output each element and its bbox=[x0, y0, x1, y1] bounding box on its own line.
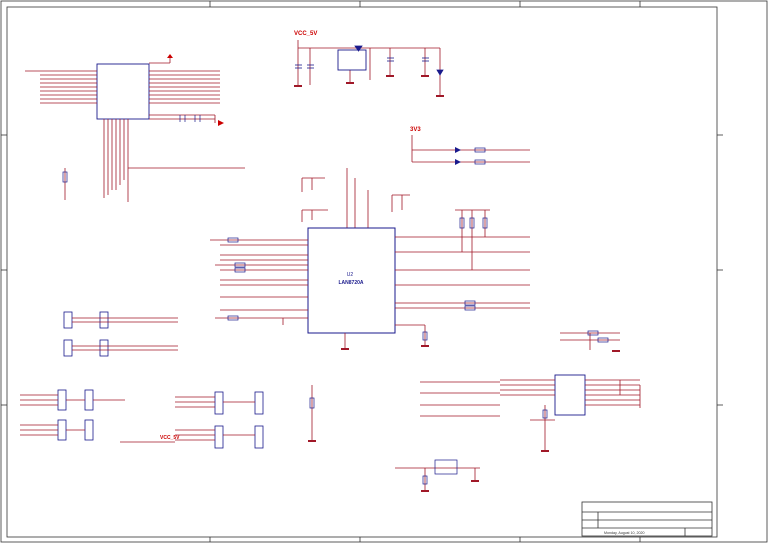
vcc5v-label-bottom: VCC_5V bbox=[160, 435, 180, 441]
left-headers: VCC_5V bbox=[20, 311, 264, 449]
mcu-block bbox=[25, 54, 245, 202]
pull-resistors bbox=[308, 385, 480, 492]
vcc5v-label-top: VCC_5V bbox=[294, 31, 317, 37]
rail-3v3-label: 3V3 bbox=[410, 127, 421, 133]
led-block: 3V3 bbox=[410, 127, 530, 165]
title-block: Monday, August 10, 2020 bbox=[581, 501, 713, 537]
decoupling-caps bbox=[301, 168, 410, 228]
right-connector bbox=[420, 330, 641, 452]
title-date: Monday, August 10, 2020 bbox=[604, 531, 645, 535]
u2-part: LAN8720A bbox=[338, 280, 363, 286]
phy-chip: U2 LAN8720A bbox=[210, 209, 530, 350]
u2-ref: U2 bbox=[347, 272, 354, 278]
regulator-block: VCC_5V bbox=[294, 31, 444, 97]
